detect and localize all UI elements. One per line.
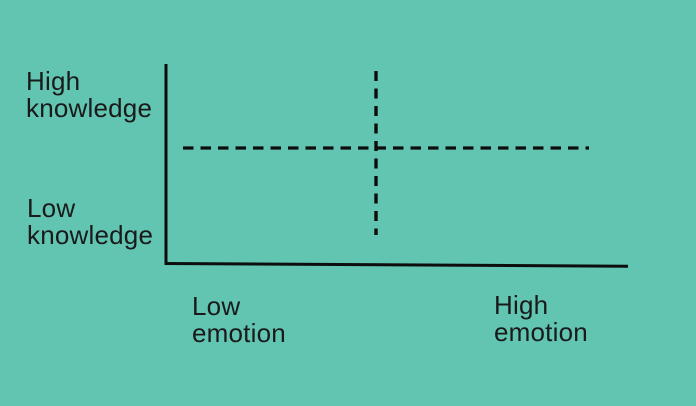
y-axis-low-label: Low knowledge: [27, 193, 154, 250]
y-axis-high-label: High knowledge: [26, 66, 153, 123]
x-axis-low-label: Low emotion: [192, 291, 286, 348]
x-axis-line: [164, 262, 629, 268]
x-axis-high-label: High emotion: [494, 290, 588, 347]
